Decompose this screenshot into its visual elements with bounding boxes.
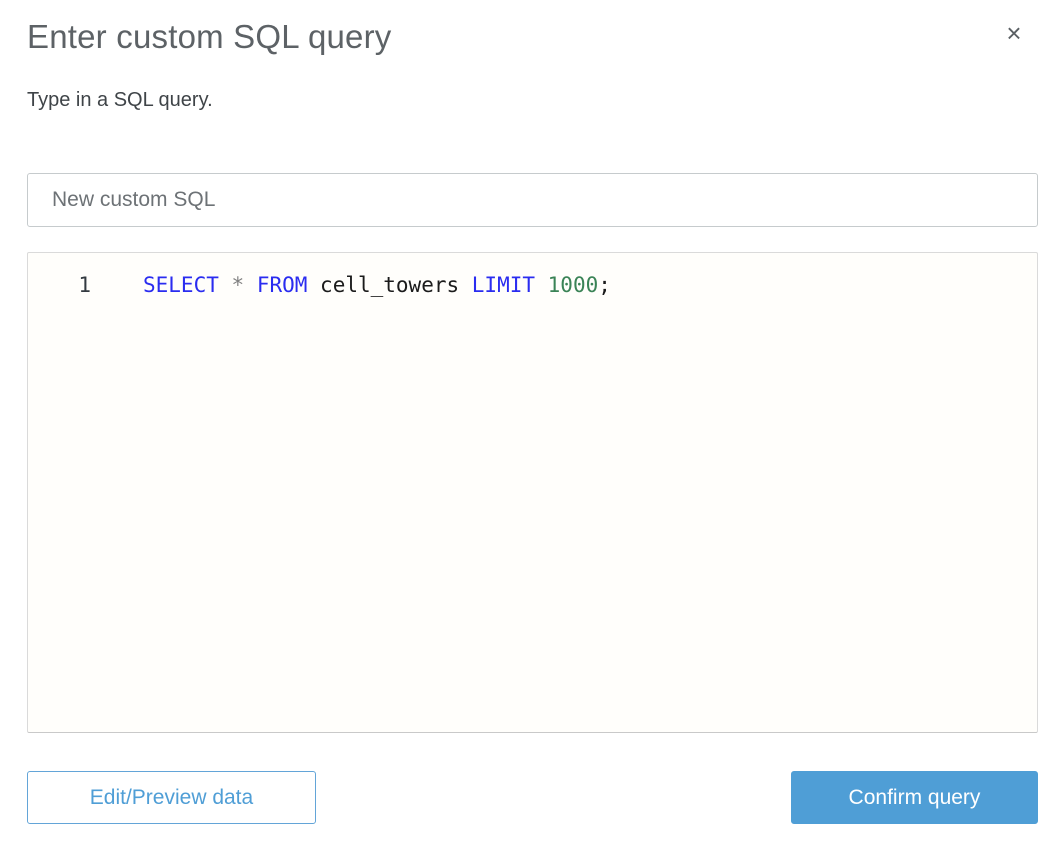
edit-preview-data-button[interactable]: Edit/Preview data [27, 771, 316, 824]
sql-token-table: cell_towers [307, 273, 472, 297]
sql-token-semicolon: ; [598, 273, 611, 297]
sql-token-space [219, 273, 232, 297]
sql-token-from: FROM [256, 273, 308, 297]
sql-token-space [244, 273, 257, 297]
sql-code-editor[interactable]: 1 SELECT * FROM cell_towers LIMIT 1000; [27, 252, 1038, 733]
sql-token-number: 1000 [547, 273, 599, 297]
confirm-query-button[interactable]: Confirm query [791, 771, 1038, 824]
sql-token-limit: LIMIT [471, 273, 535, 297]
close-icon: × [1006, 18, 1022, 48]
dialog-subtitle: Type in a SQL query. [27, 89, 213, 111]
sql-token-star: * [231, 273, 245, 297]
dialog-footer: Edit/Preview data Confirm query [27, 771, 1038, 824]
custom-sql-name-input[interactable] [27, 173, 1038, 227]
close-button[interactable]: × [1001, 20, 1027, 46]
code-line: 1 SELECT * FROM cell_towers LIMIT 1000; [28, 253, 1037, 299]
sql-token-space [535, 273, 548, 297]
sql-token-select: SELECT [143, 273, 219, 297]
line-number: 1 [78, 273, 91, 297]
sql-statement: SELECT * FROM cell_towers LIMIT 1000; [91, 271, 611, 299]
page-title: Enter custom SQL query [27, 18, 392, 55]
